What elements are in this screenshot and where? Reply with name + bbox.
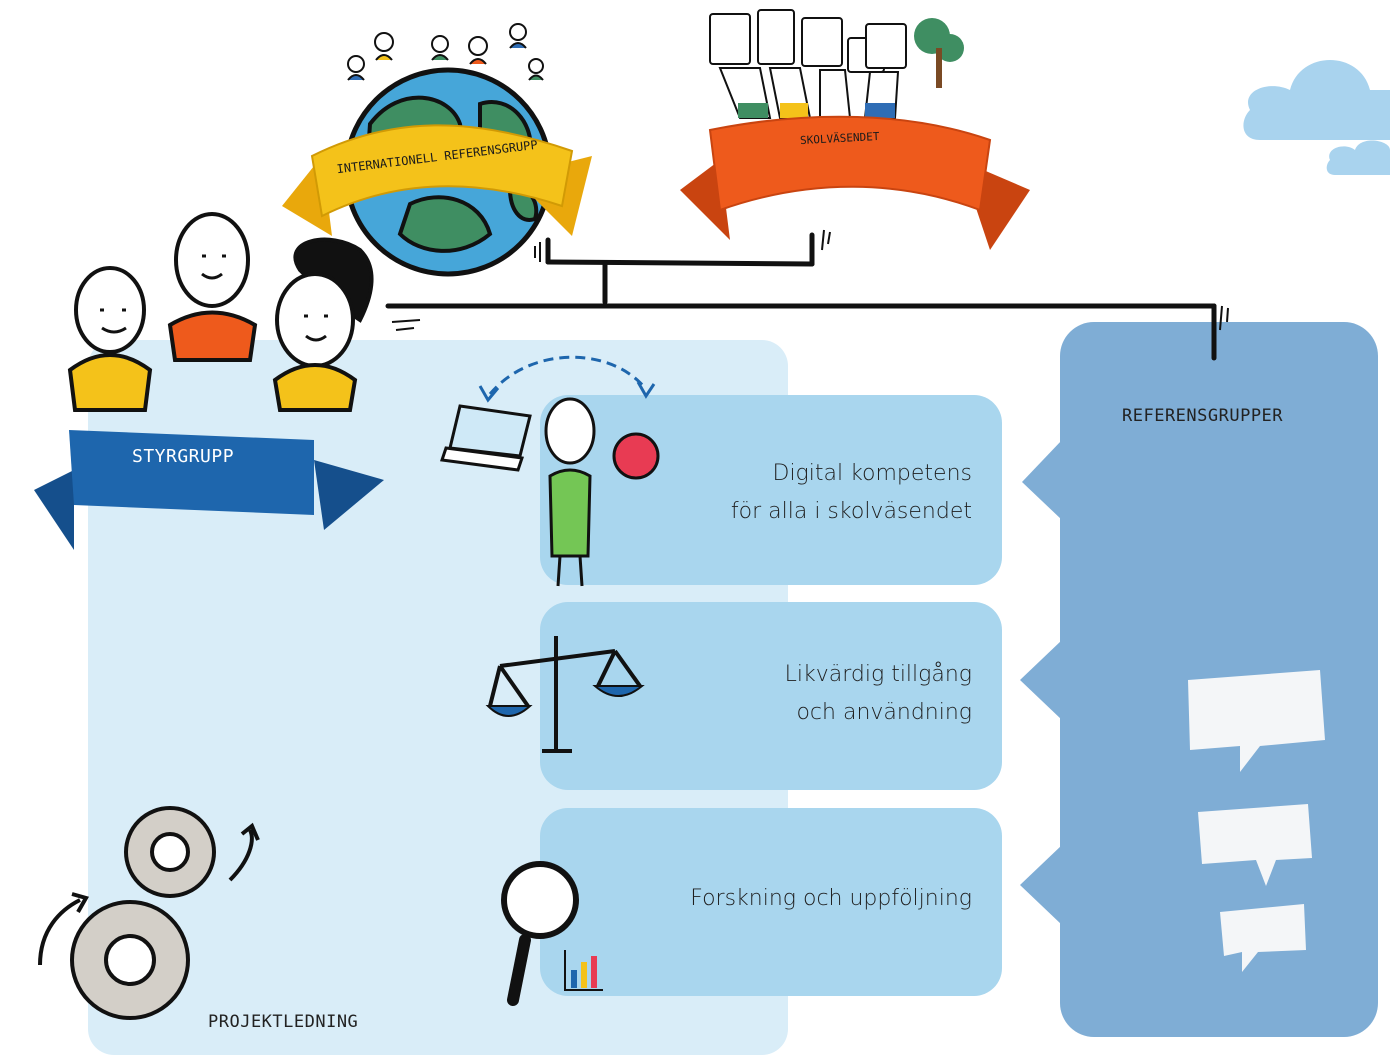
focus-area-text: Likvärdig tillgång och användning [785,656,972,732]
people-group-icon [347,23,544,81]
gears-icon [38,806,260,1020]
top-bracket-line [545,259,815,267]
speech-bubbles-icon [1188,670,1325,972]
focus-line-1: Forskning och uppföljning [690,886,972,911]
magnifier-chart-icon [501,861,603,1006]
focus-line-2: för alla i skolväsendet [730,499,972,524]
steering-group-people-icon [67,212,374,412]
focus-area-digital-kompetens: Digital kompetens för alla i skolväsende… [540,395,1002,585]
pointer-arrow [1020,640,1062,720]
scale-icon [485,636,645,753]
styrgrupp-label: STYRGRUPP [132,446,235,467]
focus-line-2: och användning [796,700,972,725]
focus-area-forskning: Forskning och uppföljning [540,808,1002,996]
focus-area-text: Digital kompetens för alla i skolväsende… [731,455,972,531]
referensgrupper-label: REFERENSGRUPPER [1122,406,1284,426]
pointer-arrow [1020,845,1062,925]
raised-hands-icon [709,9,964,119]
styrgrupp-ribbon [34,430,384,550]
focus-line-1: Likvärdig tillgång [784,662,972,687]
teacher-laptop-apple-icon [440,355,660,587]
focus-area-text: Forskning och uppföljning [690,880,972,918]
international-ribbon [282,124,592,236]
skolvasendet-ribbon [680,115,1030,250]
focus-line-1: Digital kompetens [772,461,973,486]
pointer-arrow [1022,440,1062,520]
projektledning-label: PROJEKTLEDNING [208,1012,359,1032]
cloud-icon [1243,60,1390,175]
